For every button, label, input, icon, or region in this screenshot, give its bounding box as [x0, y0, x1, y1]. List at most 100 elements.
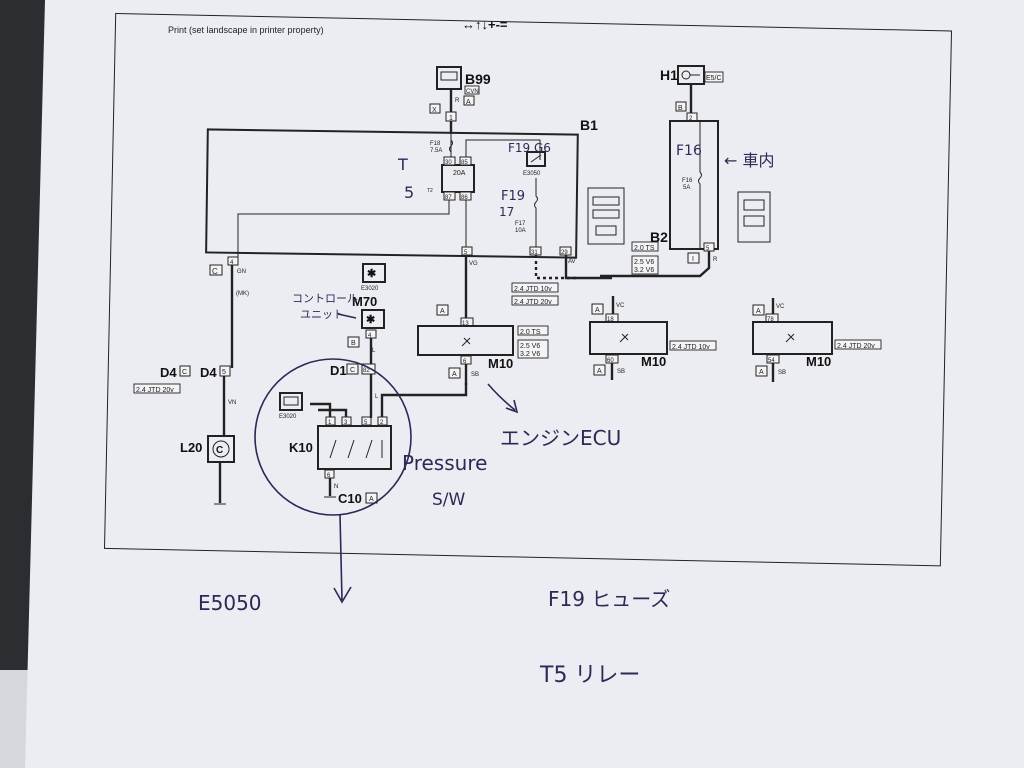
hand-5: 5 — [404, 183, 414, 202]
hand-inside-car: ← 車内 — [724, 151, 775, 170]
hand-e5050: E5050 — [198, 591, 262, 615]
pin-18-label: 18 — [607, 317, 614, 323]
pin-5-b1-label: 5 — [464, 250, 468, 256]
pin-78-label: 78 — [767, 317, 774, 323]
connector-row-icon — [592, 196, 620, 206]
l20-c-icon: C — [216, 445, 223, 456]
b1-fuse-box — [205, 128, 579, 259]
pin-a-20v-bottom-label: A — [759, 369, 764, 376]
pin-85-label: 85 — [461, 160, 468, 166]
wire-b2-out — [600, 251, 711, 278]
wire-code-r-b2: R — [713, 257, 718, 263]
e3050-label: E3050 — [523, 171, 541, 177]
pin-5-b2-label: 5 — [706, 246, 710, 252]
variant-box-3 — [511, 282, 559, 293]
pin-a-10v-top-label: A — [595, 307, 600, 314]
wire-29 — [564, 255, 612, 280]
hand-f16: F16 — [676, 143, 702, 159]
wire-code-vn: VN — [228, 400, 236, 406]
paper-sheet — [25, 0, 1024, 768]
pin-a-10v-bottom-label: A — [597, 368, 602, 375]
variant-32v6-m10: 3.2 V6 — [520, 351, 540, 358]
hand-f19-top: F19 G6 — [508, 141, 551, 155]
pin-1-k10-label: 1 — [328, 420, 332, 426]
wire-code-sb-10v: SB — [617, 369, 625, 375]
variant-25v6-b1: 2.5 V6 — [634, 259, 654, 266]
pin-5-d4-label: 5 — [222, 369, 226, 376]
pin-a-c10-label: A — [369, 496, 374, 503]
pin-29-label: 29 — [561, 250, 568, 256]
diagram-frame — [103, 12, 953, 567]
pin-b-h1 — [675, 101, 687, 112]
fuse-f16-icon — [698, 121, 702, 249]
e3020-icon — [279, 392, 303, 411]
m10-10v-label: M10 — [641, 354, 666, 369]
pin-c-d4-left — [179, 365, 191, 377]
e3030-icon — [362, 263, 386, 283]
pin-c-d4-left-label: C — [182, 369, 187, 376]
m70-unit-icon — [361, 309, 385, 329]
hand-circle-k10 — [254, 358, 412, 516]
hand-t: T — [397, 155, 408, 174]
pin-3-k10-label: 3 — [344, 420, 348, 426]
hand-sw: S/W — [432, 490, 466, 510]
fuse-f18-label: F18 — [430, 141, 441, 147]
pin-a-m10-top-label: A — [440, 308, 445, 315]
pin-82-d1 — [361, 363, 376, 375]
wire-code-l-m70: L — [372, 348, 376, 354]
hand-f19-mid: F19 — [501, 189, 525, 204]
hand-control: コントロール — [292, 292, 358, 305]
fuse-f18-rating: 7.5A — [430, 148, 442, 154]
pin-b-m70 — [347, 336, 360, 348]
l20-symbol-icon — [212, 440, 230, 458]
pin-60-label: 60 — [607, 358, 614, 364]
variant-32v6-b1: 3.2 V6 — [634, 267, 654, 274]
variant-20v-m10: 2.4 JTD 20v — [837, 343, 875, 350]
e3030-label: E3020 — [361, 286, 379, 292]
d4-label-right: D4 — [200, 365, 217, 380]
b2-connector-diagram-icon — [737, 191, 771, 243]
d1-label: D1 — [330, 363, 347, 378]
hand-relay-note: T5 リレー — [539, 663, 640, 688]
wire-code-mk: (MK) — [236, 291, 249, 297]
pin-c-d1-label: C — [350, 367, 355, 374]
variant-box-4 — [511, 295, 559, 306]
e3020-symbol-icon — [283, 396, 299, 406]
wire-code-gn: GN — [237, 269, 246, 275]
key-head-icon — [681, 70, 691, 80]
relay-rating: 20A — [453, 170, 466, 177]
m10-symbol-icon — [461, 337, 471, 347]
h1-tag-box — [704, 71, 724, 83]
nav-icons[interactable]: ↔↑↓+-= — [462, 17, 508, 32]
b99-sub-label: CVN — [466, 89, 479, 95]
variant-25v6-m10: 2.5 V6 — [520, 343, 540, 350]
hand-unit: ユニット — [300, 308, 344, 321]
k10-switch-box — [317, 425, 392, 470]
wire-code-sb-m10: SB — [471, 372, 479, 378]
fuse-f17-label: F17 — [515, 221, 526, 227]
pin-82-d1-label: 82 — [363, 368, 370, 374]
wire-k10-1 — [310, 402, 332, 418]
pin-i-b2-label: I — [692, 256, 694, 263]
connector-diagram-icon — [587, 187, 625, 245]
pin-b-m70-label: B — [351, 340, 356, 347]
pin-13-label: 13 — [462, 321, 469, 327]
h1-label: H1 — [660, 67, 678, 83]
hand-fuse-note: F19 ヒューズ — [548, 587, 670, 611]
b2-connector-row-icon — [743, 199, 765, 211]
hand-engine-ecu: エンジンECU — [500, 426, 621, 450]
fuse-f16-label: F16 — [682, 178, 693, 184]
wire-k10-3 — [318, 408, 348, 418]
wire-code-r-b99: R — [455, 98, 460, 104]
print-hint[interactable]: Print (set landscape in printer property… — [168, 25, 324, 35]
b2-connector-row2-icon — [743, 215, 765, 227]
fuse-f17-rating: 10A — [515, 228, 526, 234]
k10-label: K10 — [289, 440, 313, 455]
variant-10v-b1: 2.4 JTD 10v — [514, 286, 552, 293]
d4-label-left: D4 — [160, 365, 177, 380]
pin-1-b1-label: 1 — [449, 115, 453, 122]
m10-ecu-box — [417, 325, 514, 356]
m10-variant-box-2 — [517, 339, 549, 359]
fuse-f18-icon — [449, 139, 453, 153]
hand-arrow-to-m70-icon — [337, 313, 357, 319]
